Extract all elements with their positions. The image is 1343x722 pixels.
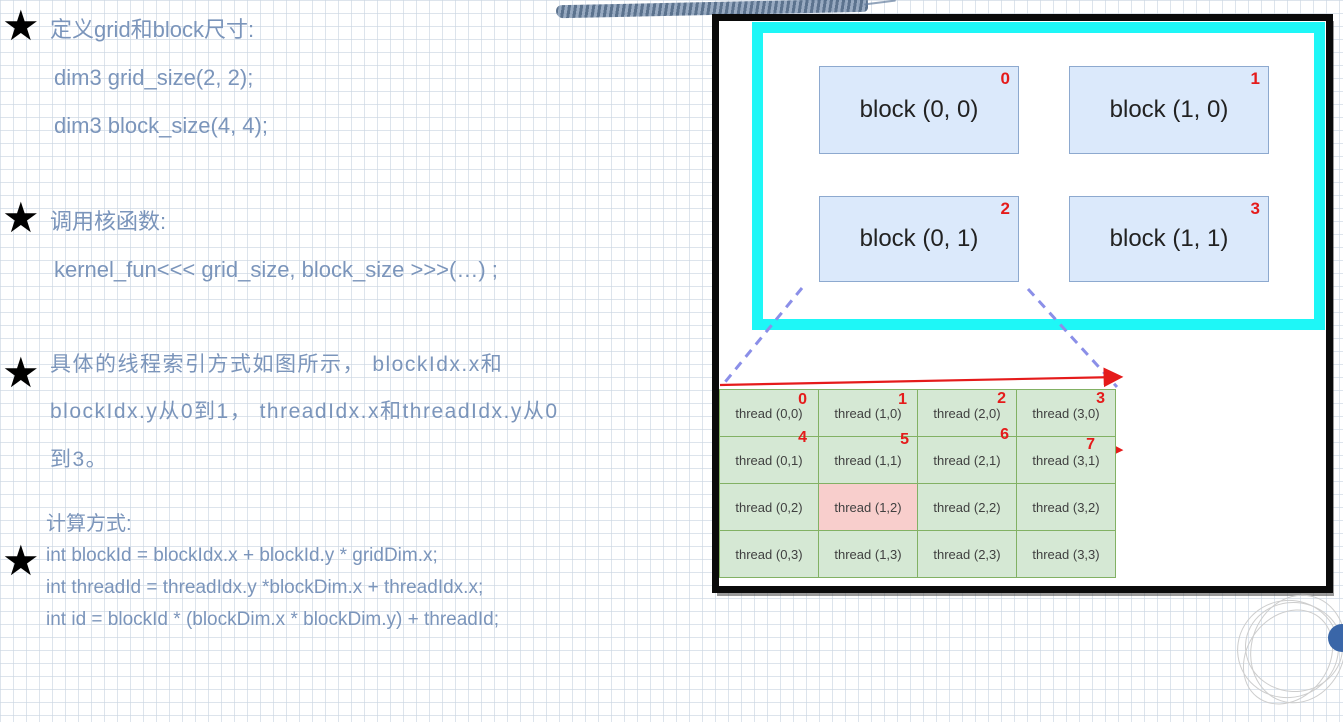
bullet4-heading: 计算方式: bbox=[46, 513, 132, 535]
block-label: block (1, 0) bbox=[1109, 96, 1229, 123]
thread-cell: thread (1,0) bbox=[819, 390, 918, 437]
block-id-badge: 3 bbox=[1250, 199, 1260, 218]
thread-cell: thread (3,1) bbox=[1017, 437, 1116, 484]
thread-id-label: 7 bbox=[1086, 436, 1095, 453]
block-card-0-0: block (0, 0) 0 bbox=[819, 66, 1019, 154]
bullet2-code-line: kernel_fun<<< grid_size, block_size >>>(… bbox=[54, 257, 498, 282]
cuda-grid-figure-frame: block (0, 0) 0 block (1, 0) 1 block (0, … bbox=[712, 14, 1333, 593]
bullet4-code-line: int threadId = threadIdx.y *blockDim.x +… bbox=[46, 577, 484, 598]
thread-id-label: 0 bbox=[798, 391, 807, 408]
thread-cell: thread (2,2) bbox=[918, 484, 1017, 531]
bullet3-text-line: 具体的线程索引方式如图所示， blockIdx.x和 bbox=[50, 353, 504, 376]
block-label: block (1, 1) bbox=[1109, 225, 1229, 252]
thread-cell-highlighted: thread (1,2) bbox=[819, 484, 918, 531]
thread-cell: thread (3,2) bbox=[1017, 484, 1116, 531]
bullet-star-icon: ★ bbox=[2, 1, 40, 50]
bullet-star-icon: ★ bbox=[2, 348, 40, 397]
bullet3-text-line: blockIdx.y从0到1， threadIdx.x和threadIdx.y从… bbox=[50, 400, 559, 423]
block-label: block (0, 1) bbox=[859, 225, 979, 252]
block-card-0-1: block (0, 1) 2 bbox=[819, 196, 1019, 282]
thread-id-label: 5 bbox=[900, 431, 909, 448]
thread-cell: thread (0,2) bbox=[720, 484, 819, 531]
thread-cell: thread (1,3) bbox=[819, 531, 918, 578]
slide-page: { "bullets": [ { "marker": "★", "heading… bbox=[0, 0, 1343, 656]
thread-id-label: 1 bbox=[898, 391, 907, 408]
bullet3-text-line: 到3。 bbox=[50, 448, 109, 471]
bullet1-code-line: dim3 grid_size(2, 2); bbox=[54, 65, 254, 90]
bullet2-heading: 调用核函数: bbox=[50, 209, 167, 234]
thread-cell: thread (0,1) bbox=[720, 437, 819, 484]
thread-id-label: 4 bbox=[798, 429, 807, 446]
bullet4-code-line: int id = blockId * (blockDim.x * blockDi… bbox=[46, 609, 500, 630]
block-card-1-0: block (1, 0) 1 bbox=[1069, 66, 1269, 154]
thread-grid-table: thread (0,0) thread (1,0) thread (2,0) t… bbox=[719, 389, 1116, 578]
thread-cell: thread (0,3) bbox=[720, 531, 819, 578]
block-id-badge: 1 bbox=[1250, 69, 1260, 88]
bullet-star-icon: ★ bbox=[2, 193, 40, 242]
bullet1-code-line: dim3 block_size(4, 4); bbox=[54, 113, 268, 138]
block-id-badge: 2 bbox=[1000, 199, 1010, 218]
thread-id-label: 2 bbox=[997, 390, 1006, 407]
thread-id-label: 3 bbox=[1096, 390, 1105, 407]
block-id-badge: 0 bbox=[1000, 69, 1010, 88]
thread-cell: thread (0,0) bbox=[720, 390, 819, 437]
thread-cell: thread (2,1) bbox=[918, 437, 1017, 484]
thread-order-arrow-row1 bbox=[719, 367, 1124, 388]
thread-cell: thread (2,3) bbox=[918, 531, 1017, 578]
thread-cell: thread (1,1) bbox=[819, 437, 918, 484]
thread-id-label: 6 bbox=[1000, 426, 1009, 443]
thread-cell: thread (3,3) bbox=[1017, 531, 1116, 578]
bullet-star-icon: ★ bbox=[2, 536, 40, 585]
block-card-1-1: block (1, 1) 3 bbox=[1069, 196, 1269, 282]
thread-cell: thread (2,0) bbox=[918, 390, 1017, 437]
bullet1-heading: 定义grid和block尺寸: bbox=[50, 17, 255, 42]
blue-dot-decoration bbox=[1328, 624, 1343, 652]
bullet4-code-line: int blockId = blockIdx.x + blockId.y * g… bbox=[46, 545, 438, 566]
block-label: block (0, 0) bbox=[859, 96, 979, 123]
thread-cell: thread (3,0) bbox=[1017, 390, 1116, 437]
